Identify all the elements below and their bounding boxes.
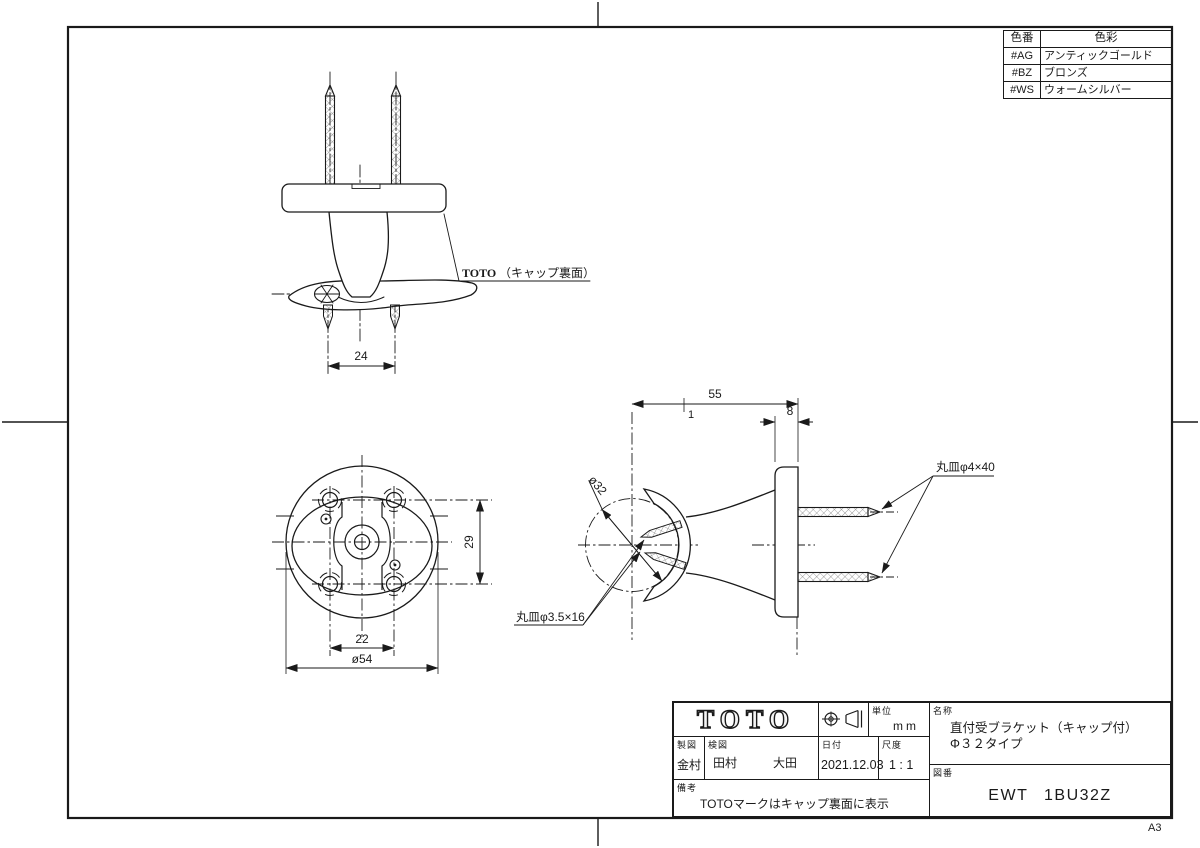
cap-note-text: （キャップ裏面） <box>499 265 595 280</box>
checker-name-2: 大田 <box>773 756 798 770</box>
pipe-cup <box>642 488 692 602</box>
flange-outline <box>285 465 439 619</box>
wall-screw-bottom <box>797 571 898 583</box>
date-value: 2021.12.03 <box>821 758 884 772</box>
drawing-number-cell: 図番 EWT 1BU32Z <box>930 765 1170 816</box>
color-table: 色番 色彩 #AG アンティックゴールド #BZ ブロンズ #WS ウォームシル… <box>1003 30 1172 99</box>
svg-text:ø32: ø32 <box>586 473 610 498</box>
drafter-name: 金村 <box>677 758 702 772</box>
third-angle-projection-icon <box>822 709 863 729</box>
dim-24: 24 <box>327 349 396 370</box>
base-screw-hole <box>313 284 341 304</box>
set-screw-top <box>639 520 683 538</box>
toto-logo: TOTO <box>696 704 796 734</box>
dim-55: 55 1 <box>631 387 799 462</box>
unit-label: 単位 <box>872 706 893 716</box>
dim-1: 1 <box>688 409 694 421</box>
color-name: ウォームシルバー <box>1040 81 1172 99</box>
color-row: #AG アンティックゴールド <box>1003 47 1172 65</box>
checker-name-1: 田村 <box>713 756 738 770</box>
title-block: TOTO 単位 mm 製図 金村 検図 田村 大田 日付 2021.12.03 <box>672 701 1172 818</box>
color-code: #BZ <box>1003 64 1041 82</box>
trumpet-body <box>685 489 776 601</box>
hub-ring <box>344 524 380 560</box>
dim-8: 8 <box>760 404 813 462</box>
color-code: #AG <box>1003 47 1041 65</box>
set-screw-note: 丸皿φ3.5×16 <box>514 539 645 626</box>
front-view: 29 22 ø54 <box>272 455 492 674</box>
unit-value: mm <box>893 719 919 733</box>
color-row: #WS ウォームシルバー <box>1003 81 1172 99</box>
date-label: 日付 <box>822 740 843 750</box>
dim-d32: ø32 <box>586 473 663 582</box>
drafter-label: 製図 <box>677 740 698 750</box>
svg-text:丸皿φ3.5×16: 丸皿φ3.5×16 <box>516 610 585 624</box>
product-name-line2: Φ３２タイプ <box>950 737 1023 751</box>
screw-tip-right <box>390 304 400 331</box>
recess-ellipse <box>291 496 433 596</box>
pin-holes <box>320 513 401 571</box>
hub-hole <box>353 533 371 551</box>
elevation-view: TOTO （キャップ裏面） 24 <box>271 71 595 375</box>
scale-label: 尺度 <box>882 740 903 750</box>
name-label: 名称 <box>933 706 954 716</box>
color-code-header: 色番 <box>1003 30 1041 48</box>
checker-cell: 検図 田村 大田 <box>705 737 819 780</box>
unit-cell: 単位 mm <box>869 703 930 737</box>
drawing-number-label: 図番 <box>933 768 954 778</box>
wall-screw-note: 丸皿φ4×40 <box>881 460 995 574</box>
center-slot <box>333 502 391 590</box>
date-cell: 日付 2021.12.03 <box>819 737 884 780</box>
logo-cell: TOTO <box>674 703 819 737</box>
svg-text:29: 29 <box>462 535 476 549</box>
side-section-view: ø32 55 1 8 <box>514 387 995 657</box>
cap-notch <box>351 183 381 189</box>
svg-text:8: 8 <box>787 404 794 418</box>
drawing-number-value: EWT 1BU32Z <box>988 787 1112 804</box>
color-table-header: 色番 色彩 <box>1003 30 1172 48</box>
stem-fillet <box>337 296 385 303</box>
svg-text:55: 55 <box>708 387 722 401</box>
svg-text:24: 24 <box>354 349 368 363</box>
color-row: #BZ ブロンズ <box>1003 64 1172 82</box>
remarks-label: 備考 <box>677 783 698 793</box>
projection-symbol-cell <box>819 703 869 737</box>
dim-29: 29 <box>462 499 484 585</box>
mounting-holes <box>318 488 406 596</box>
front-centerlines <box>272 455 492 656</box>
set-screw-bottom <box>643 552 687 570</box>
svg-text:22: 22 <box>355 632 369 646</box>
svg-text:ø54: ø54 <box>352 652 373 666</box>
checker-label: 検図 <box>708 740 729 750</box>
cap-note-logo: TOTO <box>462 266 496 280</box>
drafter-cell: 製図 金村 <box>674 737 705 780</box>
wood-screw-left <box>324 83 336 187</box>
side-centerlines <box>578 412 815 657</box>
cap-profile <box>281 183 447 213</box>
flange-flats <box>276 515 448 570</box>
color-name: ブロンズ <box>1040 64 1172 82</box>
color-name-header: 色彩 <box>1040 30 1172 48</box>
cap-note-leader <box>443 213 591 282</box>
sheet-size-label: A3 <box>1148 822 1162 834</box>
product-name-line1: 直付受ブラケット（キャップ付） <box>950 721 1138 735</box>
bracket-stem-profile <box>328 211 390 298</box>
remarks-value: TOTOマークはキャップ裏面に表示 <box>700 797 889 811</box>
wood-screw-right <box>390 83 402 187</box>
svg-text:丸皿φ4×40: 丸皿φ4×40 <box>936 460 995 474</box>
wall-screw-top <box>797 506 898 518</box>
remarks-cell: 備考 TOTOマークはキャップ裏面に表示 <box>674 780 930 816</box>
name-cell: 名称 直付受ブラケット（キャップ付） Φ３２タイプ <box>930 703 1170 765</box>
scale-cell: 尺度 1 : 1 <box>879 737 930 780</box>
color-code: #WS <box>1003 81 1041 99</box>
dim-22: 22 <box>329 632 395 652</box>
wall-plate <box>774 466 799 618</box>
scale-value: 1 : 1 <box>889 758 914 772</box>
color-name: アンティックゴールド <box>1040 47 1172 65</box>
dim-d54: ø54 <box>285 552 439 674</box>
screw-tip-left <box>323 304 333 331</box>
